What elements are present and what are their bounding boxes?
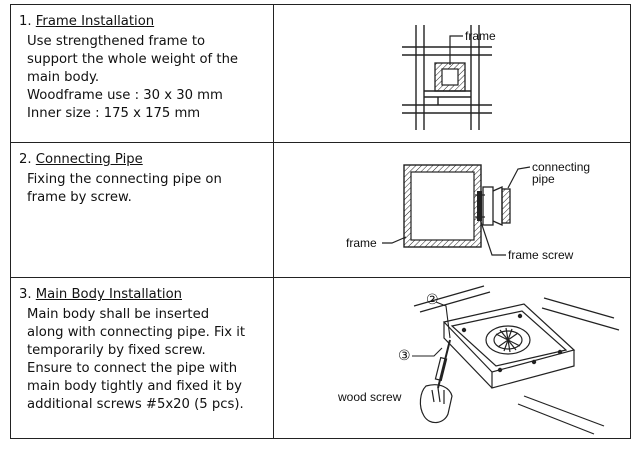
- step-row-connecting-pipe: 2. Connecting Pipe Fixing the connecting…: [10, 142, 632, 278]
- step-description: Fixing the connecting pipe on frame by s…: [27, 171, 273, 207]
- frame-label: frame: [465, 29, 496, 43]
- step-title: Connecting Pipe: [35, 152, 143, 167]
- step-text-cell: 2. Connecting Pipe Fixing the connecting…: [10, 142, 274, 278]
- step-title: Main Body Installation: [35, 287, 182, 302]
- step-line: Woodframe use : 30 x 30 mm: [27, 88, 223, 103]
- installation-steps-table: 1. Frame Installation Use strengthened f…: [10, 4, 632, 439]
- connecting-pipe-shape: [482, 185, 511, 227]
- step-line: Use strengthened frame to: [27, 34, 206, 49]
- step-line: support the whole weight of the: [27, 52, 239, 67]
- step-number: 3.: [19, 287, 32, 302]
- step-figure-cell: ② ③ wood screw: [272, 277, 632, 439]
- step-line: temporarily by fixed screw.: [27, 343, 206, 358]
- cropped-top-edge: [10, 0, 631, 4]
- connecting-pipe-figure: connecting pipe frame frame screw: [346, 160, 590, 262]
- step-row-main-body-installation: 3. Main Body Installation Main body shal…: [10, 277, 632, 439]
- step-line: Inner size : 175 x 175 mm: [27, 106, 201, 121]
- step-heading: 3. Main Body Installation: [19, 286, 273, 304]
- frame-installation-figure: frame: [401, 25, 496, 130]
- step-line: frame by screw.: [27, 190, 132, 205]
- step-line: main body tightly and fixed it by: [27, 379, 242, 394]
- step-description: Use strengthened frame to support the wh…: [27, 33, 273, 123]
- step-text-cell: 1. Frame Installation Use strengthened f…: [10, 4, 274, 143]
- step-number: 2.: [19, 152, 32, 167]
- step-title: Frame Installation: [35, 14, 155, 29]
- step-line: main body.: [27, 70, 100, 85]
- step-figure-cell: connecting pipe frame frame screw: [272, 142, 632, 278]
- connecting-pipe-label-line2: pipe: [532, 172, 555, 186]
- marker-2: ②: [426, 291, 439, 307]
- step-heading: 2. Connecting Pipe: [19, 151, 273, 169]
- main-body-installation-figure: ② ③ wood screw: [337, 285, 620, 435]
- step-line: Fixing the connecting pipe on: [27, 172, 222, 187]
- wood-screw-label: wood screw: [337, 390, 402, 404]
- step-line: Ensure to connect the pipe with: [27, 361, 238, 376]
- marker-3: ③: [398, 347, 411, 363]
- connecting-pipe-label-line1: connecting: [532, 160, 590, 174]
- step-text-cell: 3. Main Body Installation Main body shal…: [10, 277, 274, 439]
- step-line: along with connecting pipe. Fix it: [27, 325, 246, 340]
- step-line: Main body shall be inserted: [27, 307, 210, 322]
- step-number: 1.: [19, 14, 32, 29]
- step-row-frame-installation: 1. Frame Installation Use strengthened f…: [10, 4, 632, 143]
- step-description: Main body shall be inserted along with c…: [27, 306, 273, 414]
- step-heading: 1. Frame Installation: [19, 13, 273, 31]
- step-line: additional screws #5x20 (5 pcs).: [27, 397, 244, 412]
- hand-shape: [419, 384, 453, 424]
- frame-screw-label: frame screw: [508, 248, 574, 262]
- frame-label: frame: [346, 236, 377, 250]
- step-figure-cell: frame: [272, 4, 632, 143]
